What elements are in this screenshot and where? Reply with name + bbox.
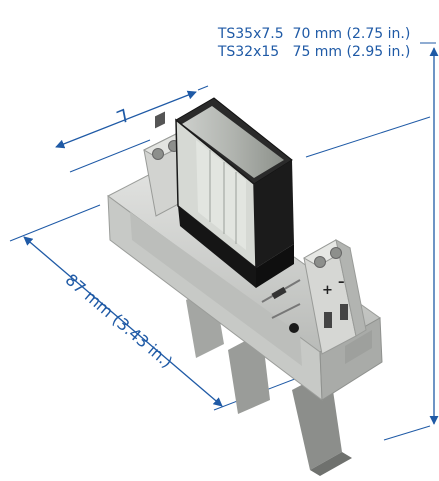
wire-entry-icon	[155, 111, 165, 129]
relay	[175, 97, 294, 288]
terminal-screw-icon	[330, 247, 342, 259]
electronic-components	[261, 279, 301, 333]
height-label-ts32: TS32x15 75 mm (2.95 in.)	[200, 27, 410, 78]
relay-side	[254, 160, 294, 268]
wire-entry-icon	[340, 304, 348, 320]
height-leader-bottom	[383, 425, 431, 441]
height-leader-top	[305, 116, 431, 158]
right-terminal-block: + –	[302, 239, 367, 355]
height-value-ts32: 75 mm (2.95 in.)	[292, 44, 411, 60]
width-extension-right	[197, 85, 209, 91]
height-value-ts35: 70 mm (2.75 in.)	[292, 26, 411, 42]
relay-label-area	[196, 140, 246, 250]
terminal-minus-label: –	[338, 275, 345, 290]
terminal-screw-icon	[314, 256, 326, 268]
housing-recess	[130, 212, 302, 366]
height-dimension	[305, 42, 439, 441]
terminal-screw-icon	[152, 148, 164, 160]
length-dimension-line	[23, 236, 223, 407]
length-label: 87 mm (3.43 in.)	[62, 270, 177, 372]
led-icon	[289, 323, 299, 333]
length-extension-left	[9, 204, 101, 242]
wire-entry-icon	[324, 312, 332, 328]
terminal-plus-label: +	[322, 283, 333, 298]
height-label-ts35: TS35x7.5 70 mm (2.75 in.)	[200, 9, 410, 60]
diode-icon	[271, 286, 287, 300]
width-dimension-line	[55, 90, 197, 149]
rail-name-ts35: TS35x7.5	[217, 26, 284, 42]
relay-module-illustration: + –	[107, 97, 383, 476]
rail-name-ts32: TS32x15	[217, 44, 280, 60]
width-extension-left	[69, 139, 151, 173]
relay-top-window	[182, 106, 284, 178]
housing-slot	[345, 330, 372, 364]
relay-socket	[178, 206, 256, 288]
